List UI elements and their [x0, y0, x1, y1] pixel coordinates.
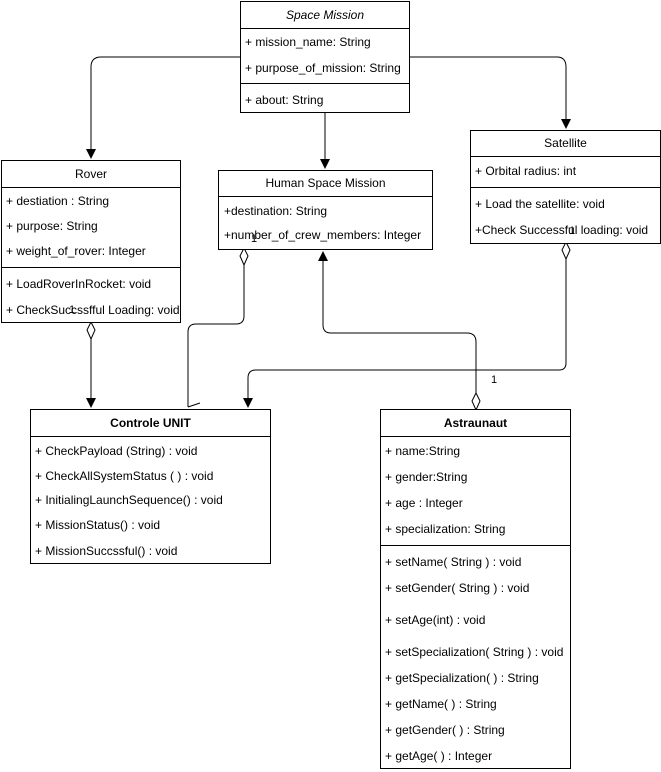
operation-compartment: + setName( String ) : void + setGender( …	[381, 546, 570, 768]
aggregation-diamond-rover	[86, 320, 96, 341]
operation-compartment: + LoadRoverInRocket: void + CheckSuccssf…	[2, 268, 180, 322]
class-title: Rover	[2, 161, 180, 188]
operation-compartment: + Load the satellite: void +Check Succes…	[471, 188, 660, 243]
attribute: + gender:String	[385, 470, 468, 484]
class-satellite[interactable]: Satellite + Orbital radius: int + Load t…	[470, 130, 661, 244]
operation: + setName( String ) : void	[385, 555, 522, 569]
class-title: Controle UNIT	[31, 410, 270, 437]
operation: + setGender( String ) : void	[385, 581, 530, 595]
operation-compartment: + CheckPayload (String) : void + CheckAl…	[31, 437, 270, 563]
attribute: + mission_name: String	[245, 35, 371, 49]
aggregation-edge-human-control-tick	[187, 402, 201, 408]
multiplicity-label: 1	[69, 304, 76, 316]
attribute: + purpose: String	[6, 219, 98, 233]
operation: + CheckAllSystemStatus ( ) : void	[35, 469, 214, 483]
class-rover[interactable]: Rover + destiation : String + purpose: S…	[1, 160, 181, 323]
aggregation-edge-satellite-control	[243, 259, 567, 408]
class-title: Space Mission	[241, 2, 409, 29]
attribute: + name:String	[385, 444, 461, 458]
operation: + Load the satellite: void	[475, 197, 605, 211]
class-human-space-mission[interactable]: Human Space Mission +destination: String…	[218, 170, 433, 250]
multiplicity-label: 1	[491, 374, 498, 386]
operation: + InitialingLaunchSequence() : void	[35, 493, 223, 507]
attribute: + specialization: String	[385, 522, 506, 536]
attribute-compartment: + mission_name: String + purpose_of_miss…	[241, 29, 409, 84]
operation: + LoadRoverInRocket: void	[6, 277, 152, 291]
operation-compartment: + about: String	[241, 84, 409, 112]
operation: + getSpecialization( ) : String	[385, 671, 539, 685]
attribute-compartment: + name:String + gender:String + age : In…	[381, 437, 570, 546]
attribute: + destiation : String	[6, 194, 110, 208]
attribute-compartment: +destination: String +number_of_crew_mem…	[219, 197, 432, 249]
multiplicity-label: 1	[251, 233, 258, 245]
attribute: + purpose_of_mission: String	[245, 61, 401, 75]
operation: + CheckSuccssfful Loading: void	[6, 303, 180, 317]
operation: + MissionSuccssful() : void	[35, 544, 178, 558]
generalization-edge-rover	[86, 56, 241, 159]
operation: + getGender( ) : String	[385, 723, 505, 737]
class-astraunaut[interactable]: Astraunaut + name:String + gender:String…	[380, 409, 571, 769]
operation: + MissionStatus() : void	[35, 518, 161, 532]
operation: + CheckPayload (String) : void	[35, 444, 198, 458]
multiplicity-label: 1	[569, 225, 576, 237]
attribute: + Orbital radius: int	[475, 164, 577, 178]
aggregation-edge-human-control	[187, 265, 245, 407]
attribute: +number_of_crew_members: Integer	[224, 228, 422, 242]
aggregation-diamond-astraunaut	[471, 391, 481, 412]
attribute: + weight_of_rover: Integer	[6, 244, 146, 258]
class-space-mission[interactable]: Space Mission + mission_name: String + p…	[240, 1, 410, 113]
aggregation-diamond-human	[239, 246, 249, 267]
class-title: Satellite	[471, 131, 660, 157]
attribute-compartment: + Orbital radius: int	[471, 157, 660, 188]
attribute: +destination: String	[224, 204, 328, 218]
generalization-edge-satellite	[410, 56, 571, 129]
operation: + getName( ) : String	[385, 697, 497, 711]
operation: + getAge( ) : Integer	[385, 749, 493, 763]
operation: +Check Successful loading: void	[475, 223, 649, 237]
class-title: Human Space Mission	[219, 171, 432, 197]
operation: + setSpecialization( String ) : void	[385, 645, 564, 659]
operation: + setAge(int) : void	[385, 613, 486, 627]
attribute: + age : Integer	[385, 496, 463, 510]
class-title: Astraunaut	[381, 410, 570, 437]
attribute-compartment: + destiation : String + purpose: String …	[2, 188, 180, 268]
operation: + about: String	[245, 93, 324, 107]
class-controle-unit[interactable]: Controle UNIT + CheckPayload (String) : …	[30, 409, 271, 564]
aggregation-diamond-satellite	[561, 240, 571, 261]
aggregation-edge-astraunaut-human	[318, 251, 477, 393]
